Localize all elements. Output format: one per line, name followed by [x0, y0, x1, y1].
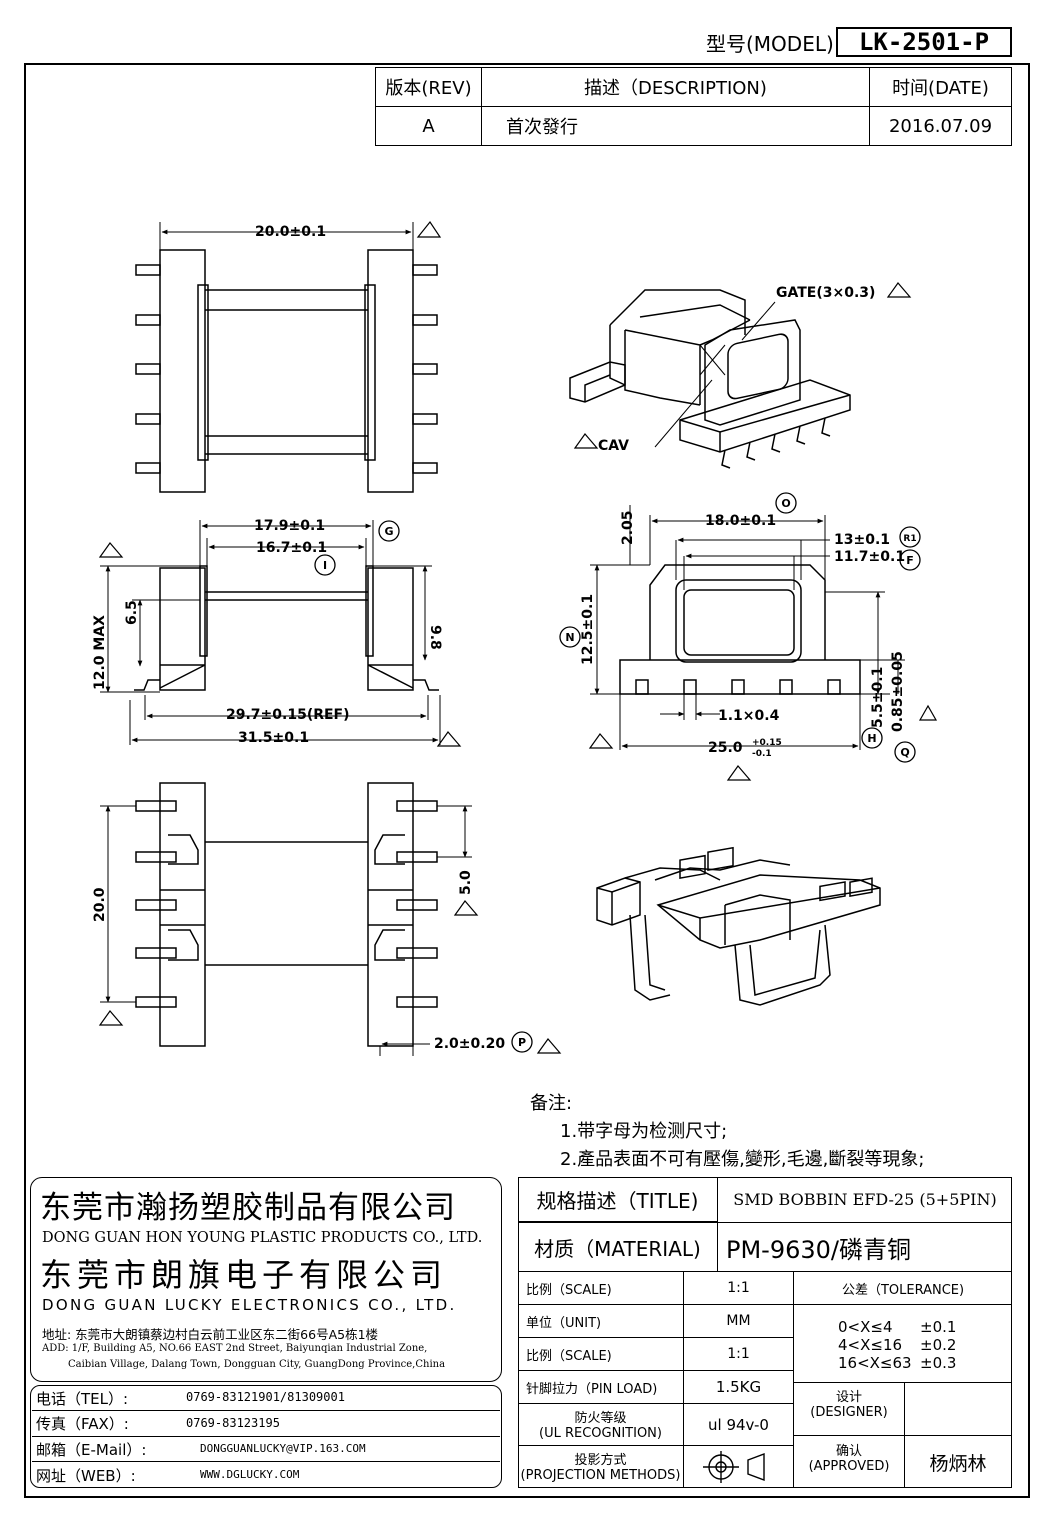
dim-base-tol-minus: -0.1	[752, 749, 772, 759]
isometric-view-bottom	[596, 846, 881, 1006]
scale2-value: 1:1	[684, 1338, 794, 1371]
drawing-frame	[24, 63, 1030, 1498]
title-value: SMD BOBBIN EFD-25 (5+5PIN)	[733, 1190, 997, 1209]
material-label: 材质（MATERIAL)	[518, 1223, 718, 1271]
circle-letter-p: P	[518, 1036, 526, 1049]
circle-letter-h: H	[867, 732, 876, 745]
unit-label: 单位（UNIT)	[518, 1305, 684, 1338]
scale2-label: 比例（SCALE)	[518, 1338, 684, 1371]
dim-slot: 1.1×0.4	[718, 708, 780, 724]
dim-g-outer: 17.9±0.1	[254, 518, 325, 534]
dim-h: 5.5±0.1	[870, 667, 886, 728]
mail-value: DONGGUANLUCKY@VIP.163.COM	[200, 1442, 366, 1455]
company-name-en-2: DONG GUAN LUCKY ELECTRONICS CO., LTD.	[42, 1296, 457, 1314]
ul-label: 防火等级 (UL RECOGNITION)	[518, 1404, 684, 1446]
circle-letter-o: O	[781, 497, 790, 510]
circle-letter-i: I	[323, 559, 327, 572]
address-cn: 地址: 东莞市大朗镇蔡边村白云前工业区东二街66号A5栋1楼	[42, 1327, 379, 1342]
dim-n-height: 12.5±0.1	[580, 594, 596, 665]
dim-o-width: 18.0±0.1	[705, 513, 776, 529]
tolerance-row-1: 0<X≤4±0.1	[838, 1318, 957, 1336]
third-angle-projection-icon	[703, 1451, 765, 1483]
designer-label: 设计 (DESIGNER)	[810, 1390, 888, 1420]
front-view	[100, 520, 441, 745]
tel-label: 电话（TEL）:	[36, 1390, 129, 1408]
company-name-cn-2: 东莞市朗旗电子有限公司	[40, 1256, 448, 1294]
address-en-1: ADD: 1/F, Building A5, NO.66 EAST 2nd St…	[42, 1343, 428, 1354]
material-value: PM-9630/磷青铜	[726, 1235, 912, 1264]
dim-overall-width: 31.5±0.1	[238, 730, 309, 746]
fax-label: 传真（FAX）:	[36, 1415, 129, 1433]
dim-pin-height: 20.0	[92, 887, 108, 922]
model-label: 型号(MODEL)	[706, 32, 834, 56]
top-view	[135, 222, 438, 493]
fax-value: 0769-83123195	[186, 1416, 280, 1430]
isometric-view-top	[569, 289, 851, 469]
tolerance-row-2: 4<X≤16±0.2	[838, 1336, 957, 1354]
dim-pin-pitch-p: 2.0±0.20	[434, 1036, 505, 1052]
web-label: 网址（WEB）:	[36, 1467, 136, 1485]
projection-label: 投影方式 (PROJECTION METHODS)	[518, 1446, 684, 1488]
projection-symbol	[684, 1446, 794, 1488]
side-view	[590, 505, 905, 750]
dim-height-max: 12.0 MAX	[92, 615, 108, 690]
scale-label: 比例（SCALE)	[518, 1272, 684, 1305]
technical-drawing: 20.0±0.1 17.9±0.1 16.7±0.1 12.0 MAX 6.5 …	[92, 220, 938, 1056]
tolerance-label: 公差（TOLERANCE)	[794, 1272, 1012, 1305]
approved-value: 杨炳林	[929, 1452, 987, 1475]
dim-top-width: 20.0±0.1	[255, 224, 326, 240]
circle-letter-n: N	[565, 631, 574, 644]
tolerance-row-3: 16<X≤63±0.3	[838, 1354, 957, 1372]
circle-letter-r1: R1	[903, 534, 916, 544]
note-item-1: 1.带字母为检测尺寸;	[560, 1121, 728, 1142]
circle-letter-f: F	[906, 554, 914, 567]
circle-letter-q: Q	[900, 746, 909, 759]
web-value: WWW.DGLUCKY.COM	[200, 1468, 300, 1481]
circle-letter-g: G	[384, 525, 393, 538]
dim-r1: 13±0.1	[834, 532, 890, 548]
model-value: LK-2501-P	[836, 27, 1012, 57]
pinload-label: 针脚拉力（PIN LOAD)	[518, 1371, 684, 1404]
title-label: 规格描述（TITLE)	[518, 1177, 718, 1222]
address-en-2: Caibian Village, Dalang Town, Dongguan C…	[68, 1359, 446, 1370]
dim-f: 11.7±0.1	[834, 549, 905, 565]
dim-q: 0.85±0.05	[890, 651, 906, 732]
dim-base-width: 25.0	[708, 740, 743, 756]
dim-g-inner: 16.7±0.1	[256, 540, 327, 556]
dim-pin-span: 29.7±0.15(REF)	[226, 707, 350, 723]
dim-base-tol-plus: +0.15	[752, 738, 782, 748]
dim-9-8: 9.8	[427, 625, 443, 650]
dim-6-5: 6.5	[124, 600, 140, 625]
tel-value: 0769-83121901/81309001	[186, 1390, 345, 1404]
cav-label: CAV	[598, 438, 629, 454]
company-name-en-1: DONG GUAN HON YOUNG PLASTIC PRODUCTS CO.…	[42, 1230, 483, 1246]
approved-label: 确认 (APPROVED)	[808, 1444, 890, 1474]
note-item-2: 2.產品表面不可有壓傷,變形,毛邊,斷裂等現象;	[560, 1149, 925, 1170]
notes-title: 备注:	[530, 1093, 573, 1114]
dim-2-05: 2.05	[620, 510, 636, 545]
mail-label: 邮箱（E-Mail）:	[36, 1441, 147, 1459]
bottom-view	[100, 782, 472, 1056]
dim-pin-pitch: 5.0	[458, 870, 474, 895]
unit-value: MM	[684, 1305, 794, 1338]
pinload-value: 1.5KG	[684, 1371, 794, 1404]
gate-label: GATE(3×0.3)	[776, 285, 875, 301]
date-value: 2016.07.09	[869, 106, 1012, 146]
scale-value: 1:1	[684, 1272, 794, 1305]
ul-value: ul 94v-0	[684, 1404, 794, 1446]
company-name-cn-1: 东莞市瀚扬塑胶制品有限公司	[40, 1190, 456, 1226]
